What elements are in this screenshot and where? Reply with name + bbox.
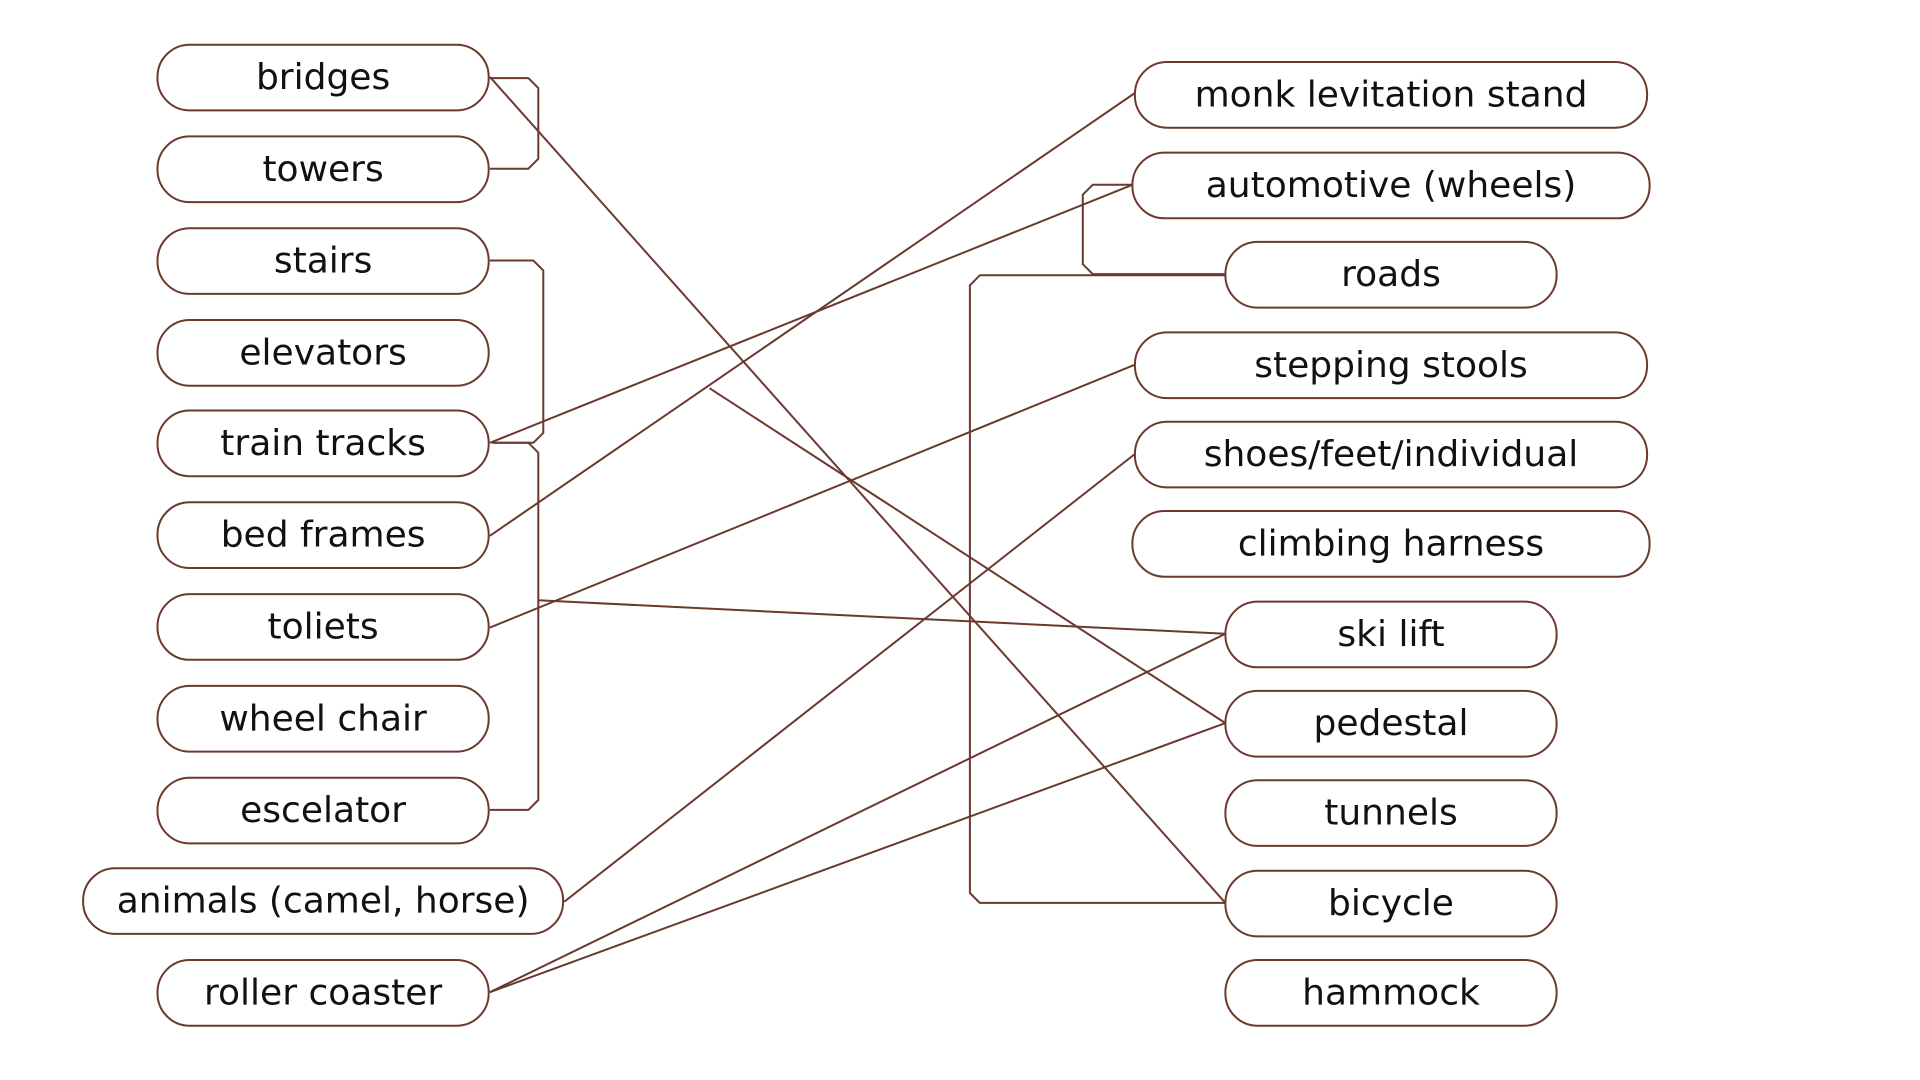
node-box-towers — [156, 135, 490, 204]
node-escelator: escelator — [156, 776, 490, 845]
node-box-elevators — [156, 319, 490, 387]
node-label-elevators: elevators — [239, 332, 406, 373]
node-label-roller-coaster: roller coaster — [204, 972, 442, 1013]
node-climbing-harness: climbing harness — [1131, 510, 1651, 578]
node-label-toliets: toliets — [268, 607, 379, 648]
node-box-climbing-harness — [1131, 510, 1651, 578]
connector-bridges-to-towers — [489, 77, 540, 170]
node-tunnels: tunnels — [1224, 779, 1558, 847]
node-stepping-stools: stepping stools — [1133, 331, 1649, 400]
node-label-animals: animals (camel, horse) — [117, 881, 530, 922]
node-label-roads: roads — [1341, 254, 1441, 295]
node-ski-lift: ski lift — [1224, 600, 1558, 669]
node-bed-frames: bed frames — [156, 501, 490, 569]
node-train-tracks: train tracks — [156, 409, 490, 478]
node-roads: roads — [1224, 240, 1558, 309]
node-box-hammock — [1224, 959, 1558, 1027]
node-shoes: shoes/feet/individual — [1133, 420, 1649, 489]
node-bicycle: bicycle — [1224, 869, 1558, 938]
node-hammock: hammock — [1224, 959, 1558, 1027]
connector-pedestal-to-roller-coaster — [489, 722, 1226, 994]
node-label-climbing-harness: climbing harness — [1238, 523, 1544, 564]
node-label-shoes: shoes/feet/individual — [1204, 434, 1579, 475]
node-label-wheel-chair: wheel chair — [219, 698, 427, 739]
connector-shoes-to-animals — [563, 453, 1136, 903]
node-elevators: elevators — [156, 319, 490, 387]
connector-stepping-stools-to-toliets — [489, 363, 1136, 629]
node-roller-coaster: roller coaster — [156, 959, 490, 1027]
node-box-bicycle — [1224, 869, 1558, 938]
node-wheel-chair: wheel chair — [156, 684, 490, 753]
node-toliets: toliets — [156, 593, 490, 661]
node-box-escelator — [156, 776, 490, 845]
node-animals: animals (camel, horse) — [82, 867, 565, 935]
node-box-monk-levitation-stand — [1133, 61, 1649, 129]
node-box-roller-coaster — [156, 959, 490, 1027]
node-label-ski-lift: ski lift — [1337, 614, 1444, 655]
node-label-bicycle: bicycle — [1328, 883, 1454, 924]
node-box-pedestal — [1224, 689, 1558, 758]
node-monk-levitation-stand: monk levitation stand — [1133, 61, 1649, 129]
node-label-escelator: escelator — [240, 790, 406, 831]
connector-stairs-to-train-tracks — [489, 259, 545, 444]
connector-automotive-to-train-tracks — [489, 183, 1133, 444]
node-label-automotive: automotive (wheels) — [1206, 165, 1577, 206]
connector-automotive-to-roads — [1081, 183, 1226, 276]
node-box-bridges — [156, 43, 490, 112]
connector-bridges-to-bicycle — [489, 76, 1227, 904]
node-box-train-tracks — [156, 409, 490, 478]
node-towers: towers — [156, 135, 490, 204]
node-box-automotive — [1131, 151, 1651, 220]
node-label-bed-frames: bed frames — [221, 515, 426, 556]
node-label-train-tracks: train tracks — [220, 423, 426, 464]
node-box-stepping-stools — [1133, 331, 1649, 400]
node-bridges: bridges — [156, 43, 490, 112]
node-box-stairs — [156, 227, 490, 295]
connector-lines — [489, 76, 1227, 994]
node-boxes: bridges towers stairs elevators train tracks… — [82, 43, 1651, 1027]
node-label-stairs: stairs — [274, 241, 373, 282]
connector-train-tracks-to-escelator — [489, 441, 540, 811]
node-automotive: automotive (wheels) — [1131, 151, 1651, 220]
node-pedestal: pedestal — [1224, 689, 1558, 758]
connector-roads-to-bicycle — [968, 274, 1226, 904]
node-stairs: stairs — [156, 227, 490, 295]
node-label-pedestal: pedestal — [1314, 703, 1469, 744]
node-box-roads — [1224, 240, 1558, 309]
node-box-shoes — [1133, 420, 1649, 489]
node-box-tunnels — [1224, 779, 1558, 847]
node-box-toliets — [156, 593, 490, 661]
node-box-wheel-chair — [156, 684, 490, 753]
node-label-bridges: bridges — [256, 57, 390, 98]
node-label-towers: towers — [262, 149, 383, 190]
node-label-hammock: hammock — [1302, 972, 1480, 1013]
node-box-animals — [82, 867, 565, 935]
node-label-tunnels: tunnels — [1324, 793, 1457, 834]
connector-pedestal-to-bed-frames — [708, 387, 1226, 724]
connector-ski-lift-to-roller-coaster — [489, 632, 1226, 994]
node-label-monk-levitation-stand: monk levitation stand — [1195, 74, 1588, 115]
node-label-stepping-stools: stepping stools — [1254, 345, 1528, 386]
node-box-ski-lift — [1224, 600, 1558, 669]
connector-monk-levitation-stand-to-bed-frames — [489, 92, 1136, 537]
node-box-bed-frames — [156, 501, 490, 569]
connector-toliets-to-ski-lift — [538, 599, 1226, 635]
